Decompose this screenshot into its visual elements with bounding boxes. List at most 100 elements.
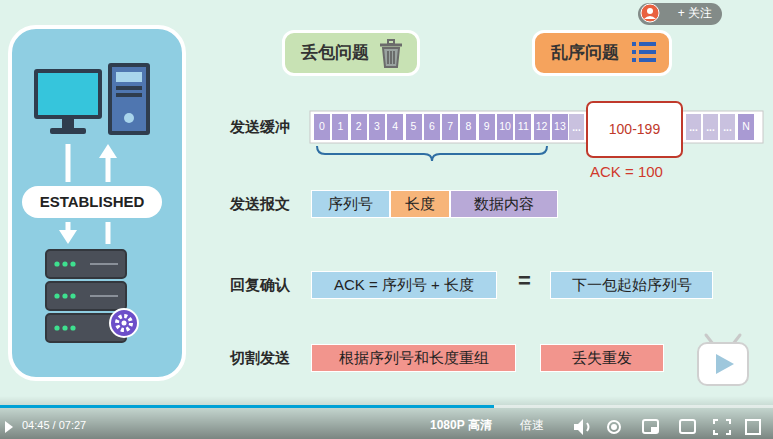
node-text: 丢包问题 [301,44,369,63]
list-icon [632,42,636,46]
buffer-cell: 3 [369,114,385,140]
row-label: 回复确认 [230,276,290,294]
node-text: ... [689,122,697,133]
monitor-icon [50,128,86,134]
node-text: + 关注 [678,7,712,20]
buffer-cell: 2 [351,114,367,140]
buffer-cell: 9 [479,114,495,140]
player-controls [651,427,657,432]
list-icon [639,42,656,46]
trash-icon [388,40,394,44]
player-bar [5,421,13,433]
monitor-icon [34,69,102,134]
host-panel [10,27,184,379]
avatar-icon [641,4,659,22]
player-controls [680,420,695,433]
flow-arrow [59,230,77,244]
equals-sign: = [518,268,531,294]
tower-icon [108,63,150,135]
buffer-cell: N [738,114,754,140]
gear-badge [110,309,138,337]
formula-box: ACK = 序列号 + 长度 [311,271,497,299]
node-text: 6 [429,121,435,133]
node-text: 0 [319,121,325,133]
avatar-icon [647,8,653,14]
topic-pill: 丢包问题 [282,30,420,76]
play-badge [716,354,734,374]
list-icon [631,41,657,65]
node-text: 8 [465,121,471,133]
tower-icon [116,72,142,82]
trash-icon [390,51,392,64]
trash-icon [393,51,395,64]
node-text: 长度 [405,196,435,213]
monitor-icon [34,69,102,119]
node-text: 7 [447,121,453,133]
buffer-cell: 12 [534,114,550,140]
host-panel [10,27,184,379]
list-icon [639,58,656,62]
server-icon [90,295,118,297]
node-text: 3 [374,121,380,133]
buffer-cell: ... [720,114,735,140]
node-text: ESTABLISHED [40,194,145,211]
buffer-strip [310,111,763,143]
server-icon [90,263,118,265]
buffer-cell: 7 [442,114,458,140]
tower-icon [116,86,142,90]
node-text: 序列号 [328,196,373,213]
flow-arrow [106,156,111,182]
trash-icon [387,51,389,64]
list-icon [632,50,636,54]
topic-pill: 乱序问题 [532,30,672,76]
server-icon [46,282,126,310]
monitor-icon [62,119,74,128]
buffer-strip [310,111,763,143]
buffer-cell: 10 [497,114,513,140]
buffer-cell: 5 [406,114,422,140]
buffer-cell: 6 [424,114,440,140]
node-text: 2 [356,121,362,133]
gear-badge [122,321,127,326]
node-text: N [742,121,750,133]
bracket [317,146,547,161]
action-box: 丢失重发 [540,344,664,372]
tower-icon [108,63,150,135]
highlight-segment: 100-199 [586,101,683,158]
follow-button: + 关注 [638,3,722,25]
list-icon [632,58,636,62]
buffer-cell: ... [703,114,718,140]
state-pill: ESTABLISHED [22,186,162,218]
node-text: 10 [499,121,511,133]
server-icon [62,325,67,330]
flow-arrow [106,222,111,244]
node-text: 下一包起始序列号 [572,277,692,294]
buffer-cell: 8 [460,114,476,140]
tower-icon [112,67,146,131]
buffer-cell: 0 [314,114,330,140]
node-text: ACK = 序列号 + 长度 [334,277,474,294]
node-text: 12 [536,121,548,133]
quality-button: 1080P 高清 [430,418,492,432]
list-icon [639,50,656,54]
server-icon [70,325,75,330]
player-controls [746,420,760,434]
node-text: 1 [337,121,343,133]
node-text: 5 [411,121,417,133]
player-controls [643,420,658,433]
node-text: 根据序列号和长度重组 [339,350,489,367]
player-bar [0,396,773,439]
avatar-icon [640,3,660,23]
node-text: ... [723,122,731,133]
node-text: 11 [518,121,529,133]
node-text: ... [706,122,714,133]
row-label: 切割发送 [230,349,290,367]
server-icon [46,250,126,278]
monitor-icon [38,73,98,115]
server-icon [54,325,59,330]
row-label: 发送缓冲 [230,118,290,136]
trash-icon [383,48,399,67]
